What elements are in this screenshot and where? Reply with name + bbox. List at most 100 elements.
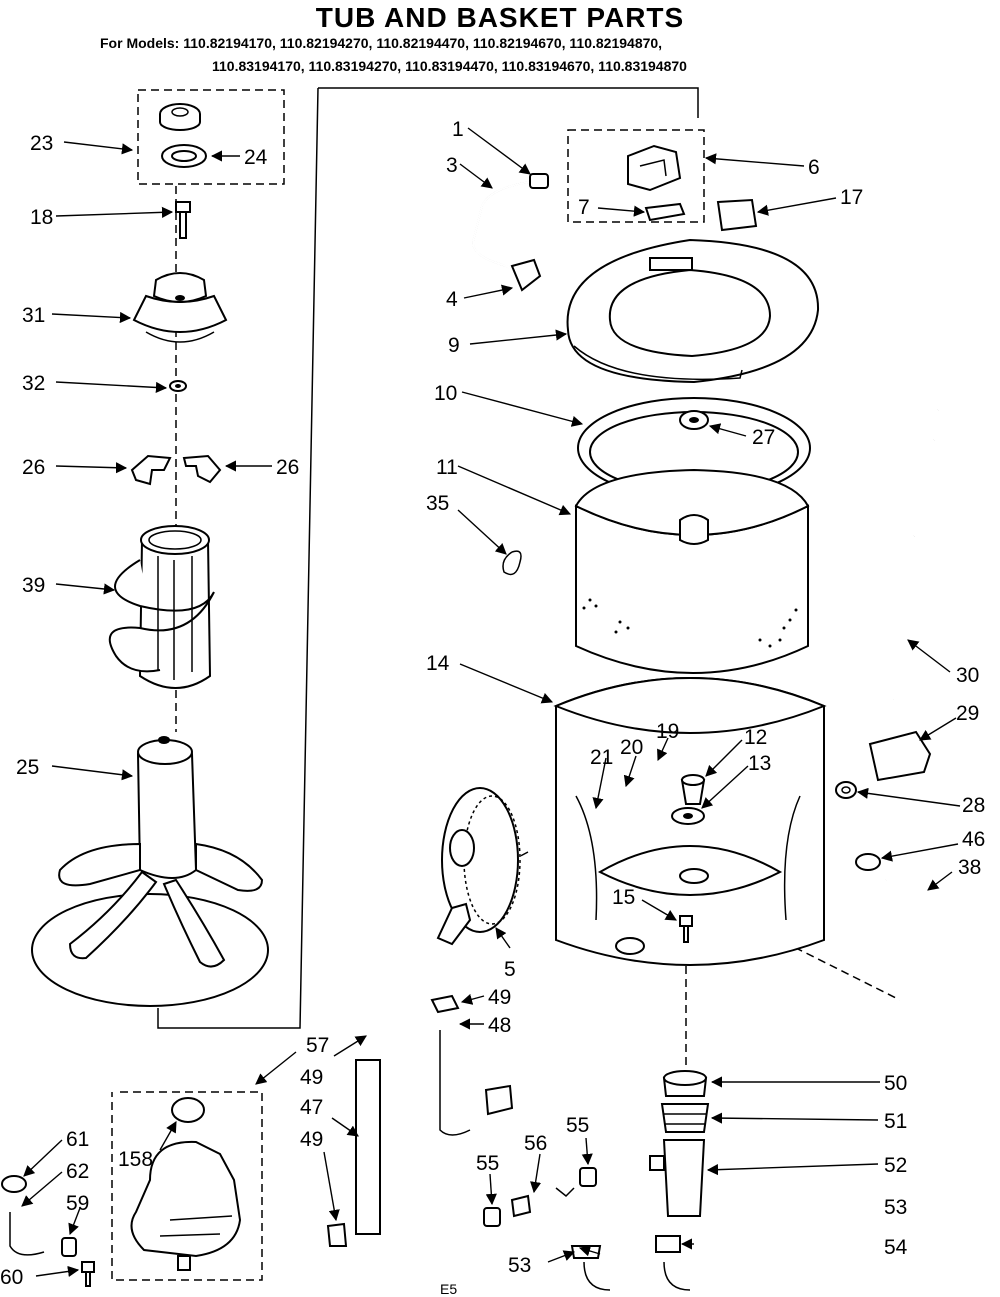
callout-5: 5 [504,958,516,981]
callout-21: 21 [590,746,613,769]
callout-46: 46 [962,828,985,851]
callout-29: 29 [956,702,979,725]
callout-11: 11 [436,456,458,479]
callout-32: 32 [22,372,45,395]
plate-part-17 [716,198,758,232]
callout-15: 15 [612,886,635,909]
models-list-1: 110.82194170, 110.82194270, 110.82194470… [183,35,663,51]
callout-23: 23 [30,132,53,155]
clamp-part-4 [510,258,542,292]
callout-38: 38 [958,856,981,879]
callout-49-upper: 49 [488,986,511,1009]
callout-158: 158 [118,1148,153,1171]
callout-56: 56 [524,1132,547,1155]
models-prefix: For Models: [100,35,180,51]
callout-49-lower: 49 [300,1128,323,1151]
grommet-part-28 [835,781,857,799]
seal-ring-part-24 [161,144,207,168]
pump-part-5 [436,787,521,946]
clip-parts-26 [130,454,222,486]
callout-47: 47 [300,1096,323,1119]
pump-housing-part-57 [130,1097,242,1271]
callout-51: 51 [884,1110,907,1133]
hose-part-48 [439,1030,514,1136]
tube-part-52 [649,1139,706,1217]
callout-55-right: 55 [566,1114,589,1137]
clip-parts-55 [483,1167,597,1227]
cap-part-23 [159,103,201,131]
seal-part-13 [671,807,705,825]
hose-part-62 [9,1212,45,1256]
clamp-part-46 [855,853,881,871]
callout-62: 62 [66,1160,89,1183]
callout-labels: 23 24 18 31 32 26 26 39 25 1 3 4 6 7 17 … [0,118,985,1297]
washer-part-32 [169,380,187,392]
inlet-part-6 [627,144,682,192]
gasket-part-7 [644,202,686,222]
callout-6: 6 [808,156,820,179]
spin-basket-part-11 [574,468,810,674]
bearing-part-12 [680,774,706,805]
drive-block-part-31 [132,272,228,343]
callout-57: 57 [306,1034,329,1057]
tub-cover-part-9 [566,238,820,384]
callout-7: 7 [578,196,590,219]
models-row-2: 110.83194170, 110.83194270, 110.83194470… [212,58,687,74]
clamp-part-59 [61,1237,77,1257]
callout-3: 3 [446,154,458,177]
callout-61: 61 [66,1128,89,1151]
auger-part-39 [108,525,215,689]
basket-perforations [582,598,798,648]
callout-48: 48 [488,1014,511,1037]
valve-part-29 [868,730,932,782]
callout-4: 4 [446,288,458,311]
clamp-part-49-upper [430,994,460,1014]
callout-30: 30 [956,664,979,687]
leader-lines [21,127,961,1277]
callout-53-right: 53 [884,1196,907,1219]
hose-part-3 [472,181,531,271]
callout-50: 50 [884,1072,907,1095]
clamp-part-49-left [326,1222,348,1247]
callout-35: 35 [426,492,449,515]
callout-60: 60 [0,1266,23,1289]
bolt-part-60 [81,1261,95,1287]
hose-part-30 [888,409,940,741]
callout-1: 1 [452,118,464,141]
callout-55-left: 55 [476,1152,499,1175]
callout-17: 17 [840,186,863,209]
seal-part-50 [662,1070,708,1097]
callout-e5: E5 [440,1281,457,1297]
callout-9: 9 [448,334,460,357]
boot-part-51 [660,1103,710,1133]
callout-26-right: 26 [276,456,299,479]
callout-18: 18 [30,206,53,229]
callout-14: 14 [426,652,450,675]
connector-part-1 [529,173,549,189]
models-row-1: For Models: 110.82194170, 110.82194270, … [100,35,662,51]
bolt-part-18 [175,201,191,239]
bolt-part-15 [679,915,693,943]
callout-12: 12 [744,726,767,749]
callout-49-middle: 49 [300,1066,323,1089]
group-boundary-lines [111,87,901,1281]
clamp-part-54 [655,1235,681,1253]
hose-part-38 [885,878,920,1002]
callout-53-left: 53 [508,1254,531,1277]
callout-59: 59 [66,1192,89,1215]
agitator-part-25 [31,736,269,1007]
clip-part-35 [502,550,522,576]
callout-28: 28 [962,794,985,817]
callout-24: 24 [244,146,268,169]
callout-13: 13 [748,752,771,775]
callout-54: 54 [884,1236,908,1259]
callout-25: 25 [16,756,39,779]
callout-26-left: 26 [22,456,45,479]
hose-part-47 [355,1059,381,1235]
callout-19: 19 [656,720,679,743]
callout-52: 52 [884,1154,907,1177]
clamp-part-61 [1,1175,27,1193]
callout-39: 39 [22,574,45,597]
callout-20: 20 [620,736,643,759]
